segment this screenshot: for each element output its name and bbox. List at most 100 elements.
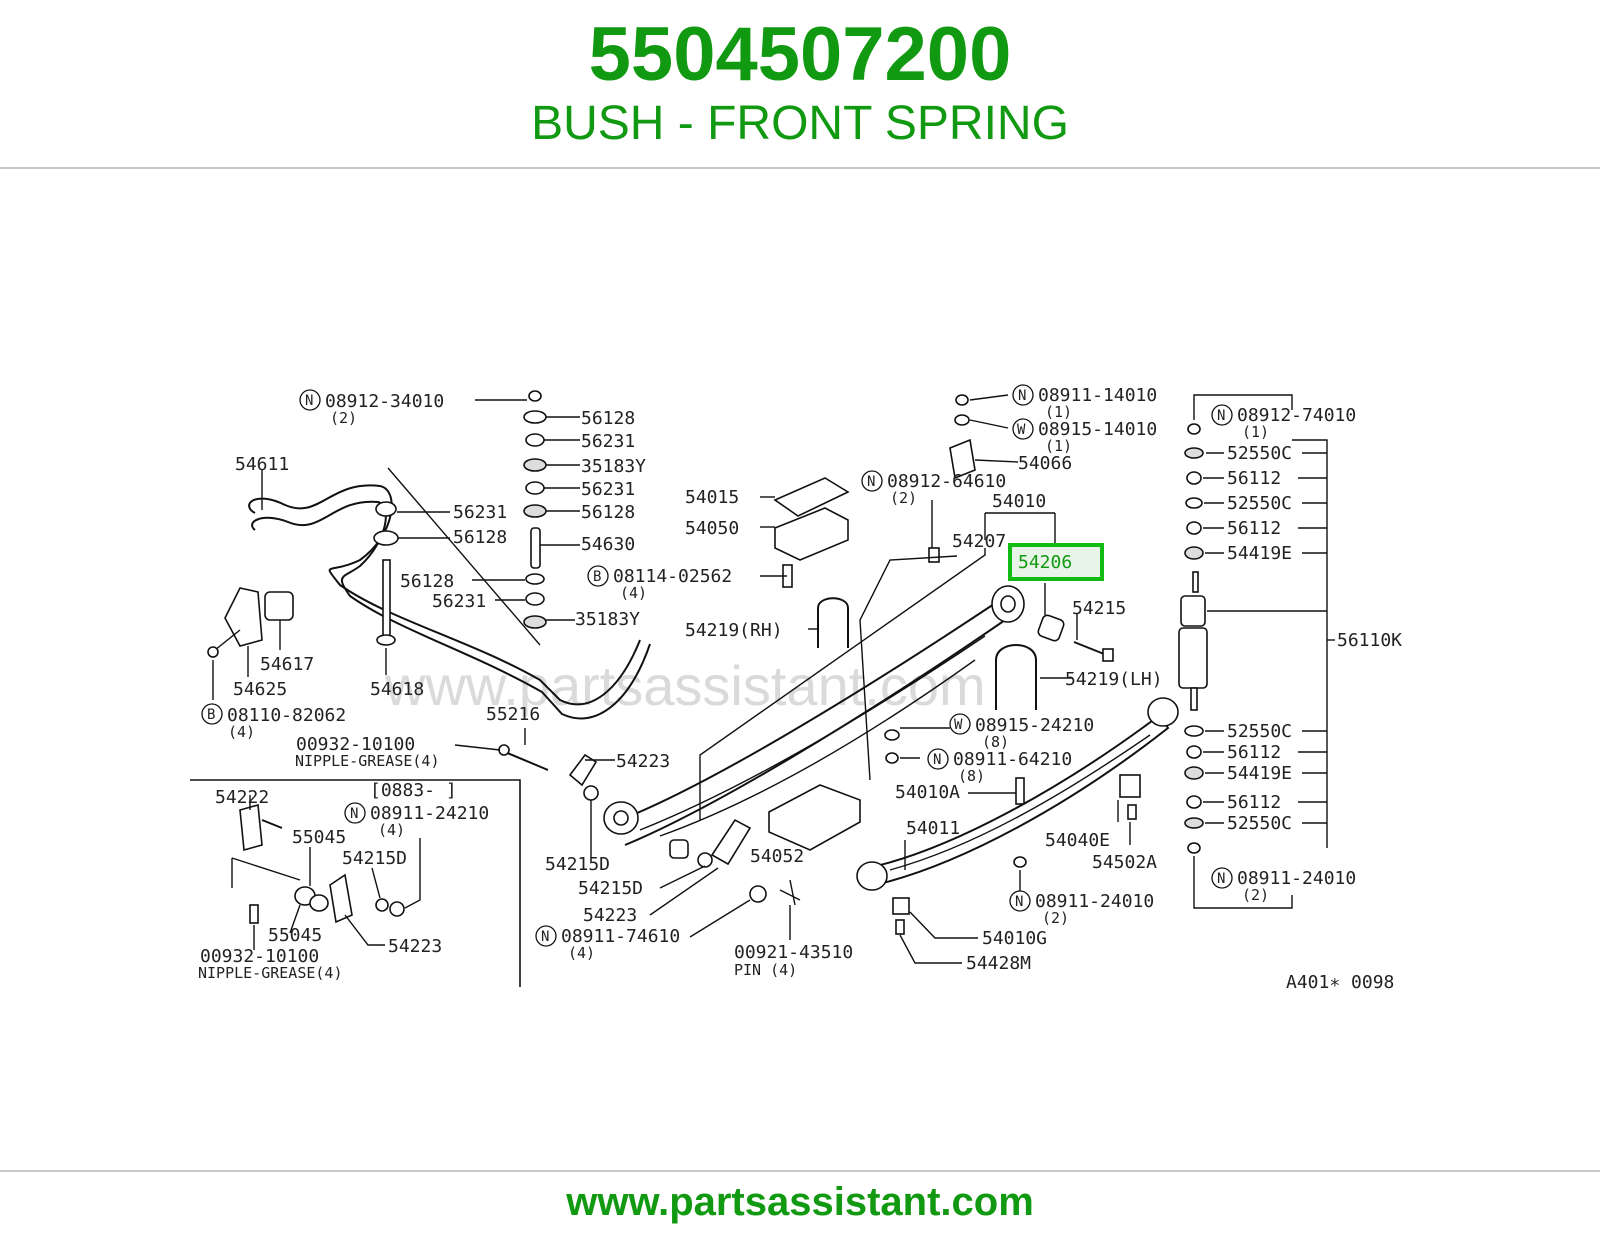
label-54611[interactable]: 54611 xyxy=(235,454,289,475)
label-08114-02562[interactable]: 08114-02562 xyxy=(613,566,732,587)
qty-label: (4) xyxy=(378,821,405,839)
label-56128[interactable]: 56128 xyxy=(581,502,635,523)
bush-shape xyxy=(669,839,689,859)
shock-upper-body-shape xyxy=(1180,595,1206,627)
label-08912-64610[interactable]: 08912-64610 xyxy=(887,471,1006,492)
label-54223[interactable]: 54223 xyxy=(616,751,670,772)
label-56112[interactable]: 56112 xyxy=(1227,792,1281,813)
label-54219lh[interactable]: 54219(LH) xyxy=(1065,669,1163,690)
label-52550c[interactable]: 52550C xyxy=(1227,721,1292,742)
label-54215d[interactable]: 54215D xyxy=(545,854,610,875)
leader-bracket xyxy=(1193,394,1293,420)
label-54617[interactable]: 54617 xyxy=(260,654,314,675)
washer-shape xyxy=(1185,497,1203,509)
label-54219rh[interactable]: 54219(RH) xyxy=(685,620,783,641)
circle-prefix-b: B xyxy=(587,565,609,587)
label-54010a[interactable]: 54010A xyxy=(895,782,960,803)
label-00932-10100[interactable]: 00932-10100 xyxy=(296,734,415,755)
label-56112[interactable]: 56112 xyxy=(1227,742,1281,763)
washer-shape xyxy=(884,729,900,741)
highlight-54206[interactable]: 54206 xyxy=(1008,543,1104,581)
label-52550c[interactable]: 52550C xyxy=(1227,493,1292,514)
label-08912-74010[interactable]: 08912-74010 xyxy=(1237,405,1356,426)
label-52550c[interactable]: 52550C xyxy=(1227,443,1292,464)
collar-54630-shape xyxy=(530,527,541,569)
bolt-head-shape xyxy=(207,646,219,658)
label-54015[interactable]: 54015 xyxy=(685,487,739,508)
label-56128[interactable]: 56128 xyxy=(453,527,507,548)
label-54618[interactable]: 54618 xyxy=(370,679,424,700)
parts-diagram: www.partsassistant.com xyxy=(190,384,1402,993)
label-08911-74610[interactable]: 08911-74610 xyxy=(561,926,680,947)
label-00932-10100[interactable]: 00932-10100 xyxy=(200,946,319,967)
label-08110-82062[interactable]: 08110-82062 xyxy=(227,705,346,726)
label-56112[interactable]: 56112 xyxy=(1227,518,1281,539)
label-54040e[interactable]: 54040E xyxy=(1045,830,1110,851)
label-56128[interactable]: 56128 xyxy=(400,571,454,592)
label-35183y[interactable]: 35183Y xyxy=(581,456,646,477)
u-bolt-lh-shape xyxy=(995,644,1037,710)
label-08912-34010[interactable]: 08912-34010 xyxy=(325,391,444,412)
shackle-plate-54223-shape xyxy=(710,818,752,866)
prefix-n-text: N xyxy=(1015,894,1023,910)
leader-line xyxy=(289,904,301,934)
label-54052[interactable]: 54052 xyxy=(750,846,804,867)
label-08911-64210[interactable]: 08911-64210 xyxy=(953,749,1072,770)
footer-website-link[interactable]: www.partsassistant.com xyxy=(566,1180,1034,1224)
label-54207[interactable]: 54207 xyxy=(952,531,1006,552)
label-08911-24010[interactable]: 08911-24010 xyxy=(1237,868,1356,889)
label-54419e[interactable]: 54419E xyxy=(1227,763,1292,784)
label-35183y[interactable]: 35183Y xyxy=(575,609,640,630)
label-56128[interactable]: 56128 xyxy=(581,408,635,429)
label-00921-43510[interactable]: 00921-43510 xyxy=(734,942,853,963)
washer-shape xyxy=(523,410,547,424)
leader-line xyxy=(969,419,1009,429)
label-54215d[interactable]: 54215D xyxy=(578,878,643,899)
nut-shape xyxy=(955,394,969,406)
prefix-n-text: N xyxy=(305,393,313,409)
leader-line xyxy=(659,865,706,889)
label-56231[interactable]: 56231 xyxy=(432,591,486,612)
label-55045[interactable]: 55045 xyxy=(292,827,346,848)
label-56110k[interactable]: 56110K xyxy=(1337,630,1402,651)
label-54011[interactable]: 54011 xyxy=(906,818,960,839)
label-54066[interactable]: 54066 xyxy=(1018,453,1072,474)
label-55216[interactable]: 55216 xyxy=(486,704,540,725)
label-52550c[interactable]: 52550C xyxy=(1227,813,1292,834)
label-pin: PIN (4) xyxy=(734,961,797,979)
label-08915-14010[interactable]: 08915-14010 xyxy=(1038,419,1157,440)
label-56231[interactable]: 56231 xyxy=(581,479,635,500)
label-56231[interactable]: 56231 xyxy=(453,502,507,523)
label-54222[interactable]: 54222 xyxy=(215,787,269,808)
label-54502a[interactable]: 54502A xyxy=(1092,852,1157,873)
qty-label: (1) xyxy=(1045,403,1072,421)
label-54206[interactable]: 54206 xyxy=(1018,552,1072,573)
label-54010g[interactable]: 54010G xyxy=(982,928,1047,949)
label-08915-24210[interactable]: 08915-24210 xyxy=(975,715,1094,736)
label-54010[interactable]: 54010 xyxy=(992,491,1046,512)
label-54215d[interactable]: 54215D xyxy=(342,848,407,869)
circle-prefix-w: W xyxy=(949,713,971,735)
label-08911-14010[interactable]: 08911-14010 xyxy=(1038,385,1157,406)
label-54428m[interactable]: 54428M xyxy=(966,953,1031,974)
washer-shape xyxy=(523,458,547,472)
label-54223[interactable]: 54223 xyxy=(583,905,637,926)
pin-00921-shape xyxy=(779,879,801,906)
label-54215[interactable]: 54215 xyxy=(1072,598,1126,619)
label-54419e[interactable]: 54419E xyxy=(1227,543,1292,564)
label-54630[interactable]: 54630 xyxy=(581,534,635,555)
leader-line xyxy=(404,838,421,909)
prefix-b-text: B xyxy=(207,707,215,723)
highlight-box xyxy=(1008,543,1104,581)
prefix-n-text: N xyxy=(350,806,358,822)
label-08911-24010[interactable]: 08911-24010 xyxy=(1035,891,1154,912)
label-56231[interactable]: 56231 xyxy=(581,431,635,452)
leader-line xyxy=(974,459,1019,463)
label-54223[interactable]: 54223 xyxy=(388,936,442,957)
label-54050[interactable]: 54050 xyxy=(685,518,739,539)
pad-54015-shape xyxy=(773,477,850,517)
label-54625[interactable]: 54625 xyxy=(233,679,287,700)
label-08911-24210[interactable]: 08911-24210 xyxy=(370,803,489,824)
label-56112[interactable]: 56112 xyxy=(1227,468,1281,489)
label-55045[interactable]: 55045 xyxy=(268,925,322,946)
